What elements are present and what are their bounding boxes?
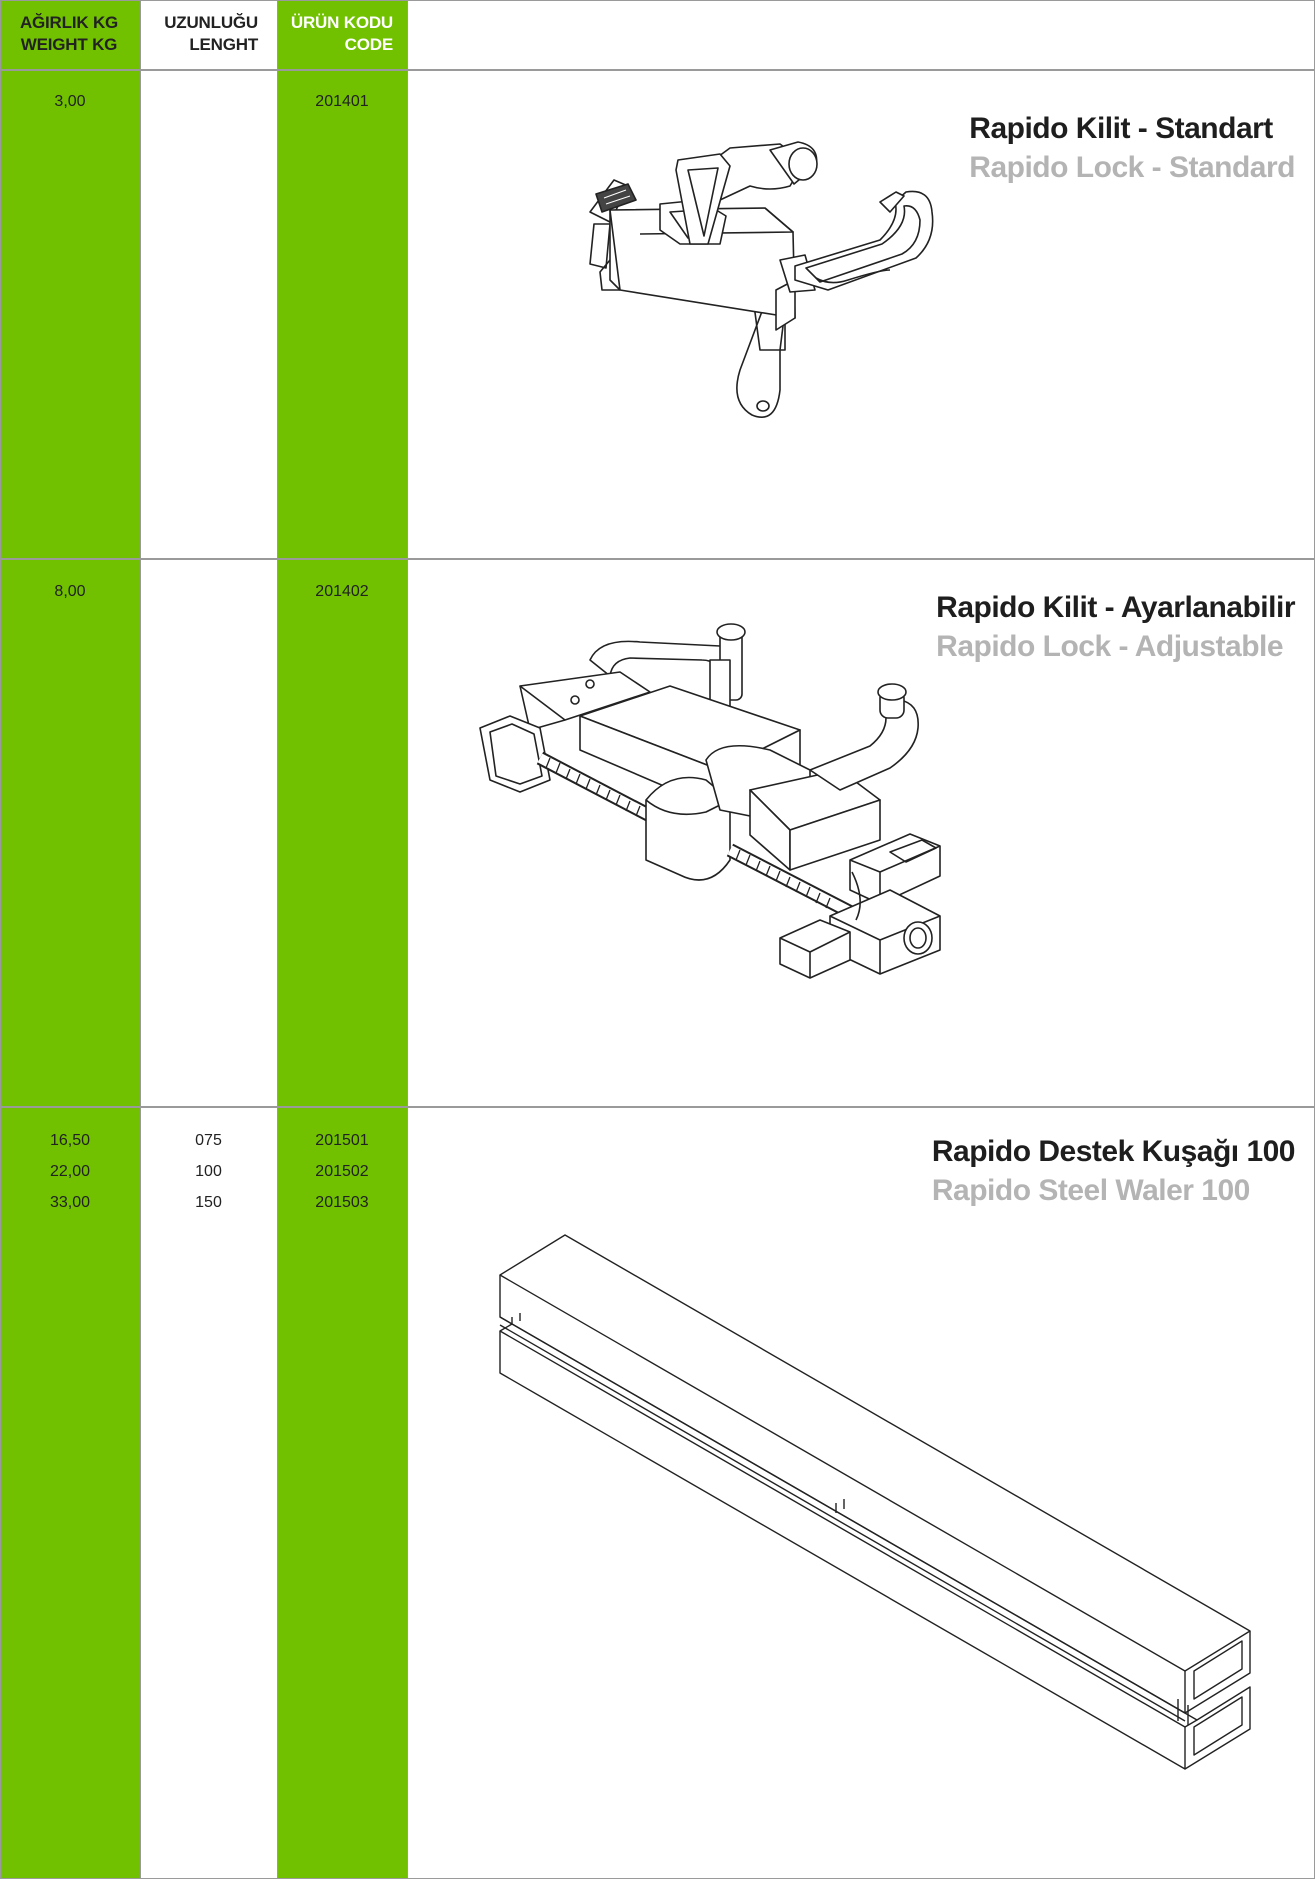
product-3-length: 075 100 150 bbox=[140, 1125, 277, 1218]
column-divider bbox=[277, 0, 278, 1879]
product-title-en: Rapido Lock - Standard bbox=[969, 151, 1295, 184]
header-code-en: CODE bbox=[344, 35, 394, 54]
product-1-weight: 3,00 bbox=[0, 86, 140, 117]
header-length-en: LENGHT bbox=[189, 35, 258, 54]
weight-column-bg bbox=[0, 0, 140, 1879]
weight-value: 3,00 bbox=[54, 93, 86, 110]
rapido-steel-waler-drawing bbox=[490, 1225, 1260, 1775]
column-divider bbox=[407, 0, 408, 1879]
product-2-code: 201402 bbox=[277, 576, 407, 607]
product-3-title: Rapido Destek Kuşağı 100 Rapido Steel Wa… bbox=[931, 1132, 1296, 1210]
row-divider bbox=[0, 1106, 1315, 1108]
product-title-en: Rapido Lock - Adjustable bbox=[936, 630, 1284, 663]
product-title-tr: Rapido Kilit - Ayarlanabilir bbox=[936, 591, 1295, 624]
product-2-weight: 8,00 bbox=[0, 576, 140, 607]
header-code: ÜRÜN KODU CODE bbox=[285, 12, 393, 56]
product-3-weight: 16,50 22,00 33,00 bbox=[0, 1125, 140, 1218]
weight-value: 22,00 bbox=[49, 1163, 91, 1180]
row-divider bbox=[0, 69, 1315, 71]
length-value: 150 bbox=[195, 1194, 222, 1211]
product-title-tr: Rapido Kilit - Standart bbox=[969, 112, 1273, 145]
rapido-lock-adjustable-drawing bbox=[470, 620, 1000, 1040]
code-column-bg bbox=[277, 0, 407, 1879]
product-title-tr: Rapido Destek Kuşağı 100 bbox=[931, 1135, 1296, 1168]
product-title-en: Rapido Steel Waler 100 bbox=[931, 1174, 1251, 1207]
header-weight-tr: AĞIRLIK KG bbox=[19, 13, 119, 32]
length-value: 100 bbox=[195, 1163, 222, 1180]
code-value: 201401 bbox=[315, 93, 369, 110]
weight-value: 33,00 bbox=[49, 1194, 91, 1211]
code-value: 201402 bbox=[315, 583, 369, 600]
header-weight: AĞIRLIK KG WEIGHT KG bbox=[8, 12, 130, 56]
header-length-tr: UZUNLUĞU bbox=[164, 13, 258, 32]
product-3-code: 201501 201502 201503 bbox=[277, 1125, 407, 1218]
header-code-tr: ÜRÜN KODU bbox=[290, 13, 393, 32]
weight-value: 8,00 bbox=[54, 583, 86, 600]
product-1-title: Rapido Kilit - Standart Rapido Lock - St… bbox=[969, 109, 1295, 187]
code-value: 201501 bbox=[315, 1132, 369, 1149]
weight-value: 16,50 bbox=[49, 1132, 91, 1149]
column-divider bbox=[140, 0, 141, 1879]
code-value: 201502 bbox=[315, 1163, 369, 1180]
header-weight-en: WEIGHT KG bbox=[20, 35, 118, 54]
product-1-code: 201401 bbox=[277, 86, 407, 117]
product-2-title: Rapido Kilit - Ayarlanabilir Rapido Lock… bbox=[936, 588, 1295, 666]
rapido-lock-standard-drawing bbox=[580, 140, 940, 470]
row-divider bbox=[0, 558, 1315, 560]
length-value: 075 bbox=[195, 1132, 222, 1149]
code-value: 201503 bbox=[315, 1194, 369, 1211]
header-length: UZUNLUĞU LENGHT bbox=[150, 12, 258, 56]
